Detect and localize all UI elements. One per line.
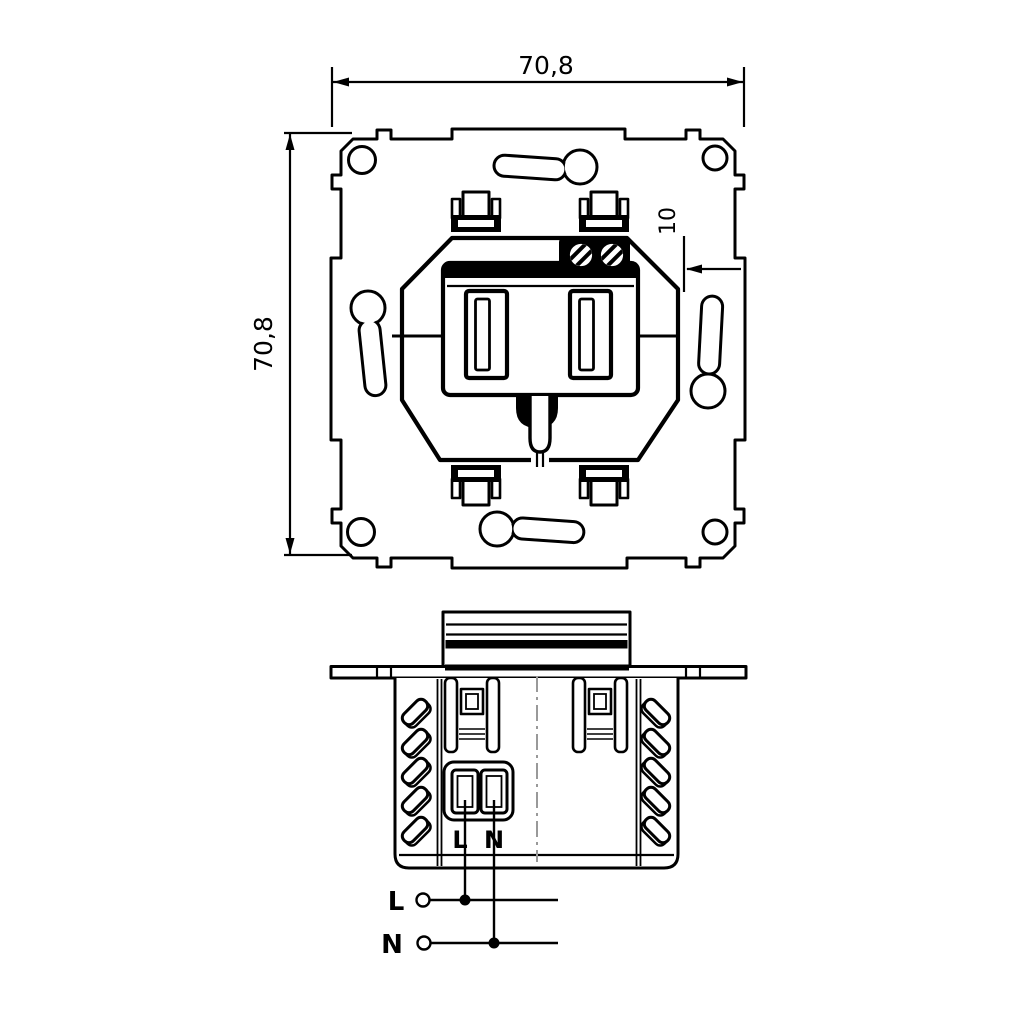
- cable-tongue: [516, 393, 558, 467]
- side-usb-block: [441, 610, 632, 672]
- dim-width: 70,8: [330, 51, 746, 127]
- corner-hole-top-right: [701, 144, 729, 172]
- claw-front-bottom-right: [577, 463, 631, 507]
- junction-dot-l: [459, 894, 471, 906]
- dim-offset-label: 10: [656, 207, 681, 235]
- dim-width-label: 70,8: [518, 51, 574, 80]
- terminal-block: [442, 760, 515, 822]
- junction-dot-n: [488, 937, 500, 949]
- dim-offset: 10: [656, 207, 741, 292]
- keyhole-slot-left: [349, 289, 388, 398]
- corner-hole-bottom-left: [346, 517, 376, 547]
- screw-terminal-block: [559, 237, 630, 271]
- corner-hole-top-left: [347, 145, 377, 175]
- wiring-label-n: N: [381, 930, 403, 960]
- screw-left: [567, 241, 595, 269]
- side-body: [393, 676, 680, 870]
- wiring-diagram: L N: [381, 887, 558, 960]
- side-view: L N: [329, 610, 748, 943]
- usb-port-left: [463, 288, 510, 381]
- claw-front-top-right: [577, 190, 631, 234]
- dim-height: 70,8: [249, 131, 352, 557]
- keyhole-slot-bottom: [478, 510, 586, 548]
- screw-right: [598, 241, 626, 269]
- keyhole-slot-right: [689, 294, 727, 410]
- wiring-terminal-l: [415, 892, 431, 908]
- usb-port-right: [567, 288, 614, 381]
- front-view: 70,8 70,8 10: [249, 51, 747, 570]
- dim-height-label: 70,8: [249, 316, 278, 372]
- wiring-terminal-n: [416, 935, 432, 951]
- keyhole-slot-top: [492, 148, 599, 186]
- wiring-label-l: L: [388, 887, 405, 917]
- claw-front-bottom-left: [449, 463, 503, 507]
- corner-hole-bottom-right: [701, 518, 729, 546]
- mounting-flange: [329, 664, 748, 680]
- claw-front-top-left: [449, 190, 503, 234]
- usb-module: [440, 237, 641, 467]
